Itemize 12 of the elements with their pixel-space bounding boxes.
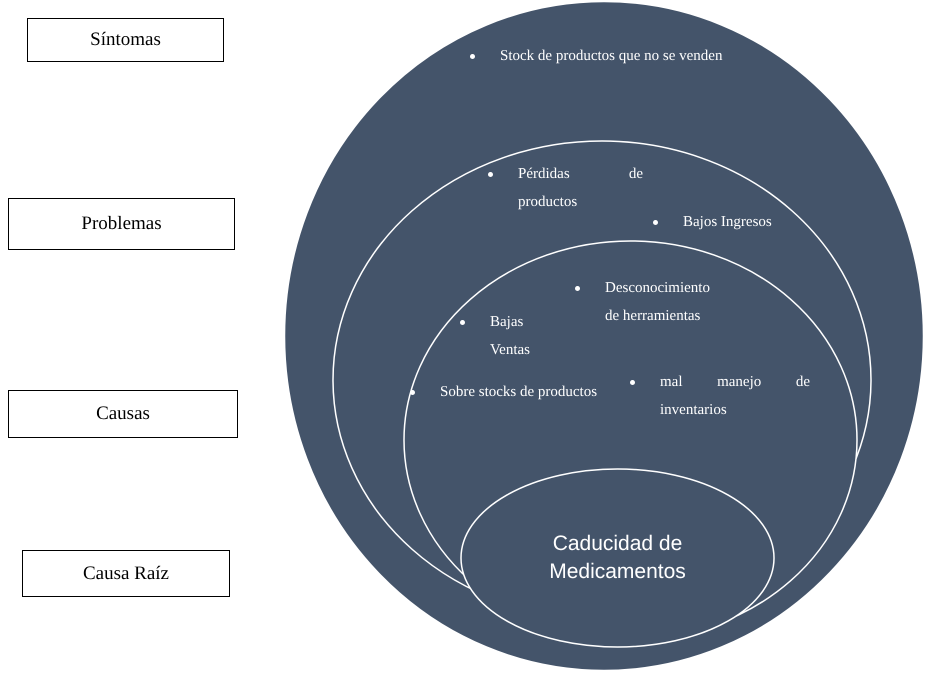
level-box: Causa Raíz (22, 550, 230, 597)
bullet-text: mal manejo de inventarios (660, 373, 810, 420)
bullet-text: Stock de productos que no se venden (500, 47, 724, 66)
level-box: Causas (8, 390, 238, 438)
bullet-text: Desconocimiento de herramientas (605, 279, 711, 326)
bullet-text: Bajas Ventas (490, 313, 531, 360)
bullet-text: Pérdidas de productos (518, 165, 643, 212)
bullet-text: Bajos Ingresos (683, 213, 773, 232)
level-box: Síntomas (27, 18, 224, 62)
root-cause-text: Caducidad de Medicamentos (548, 531, 687, 585)
bullet-text: Sobre stocks de productos (440, 383, 598, 402)
level-box: Problemas (8, 198, 235, 250)
